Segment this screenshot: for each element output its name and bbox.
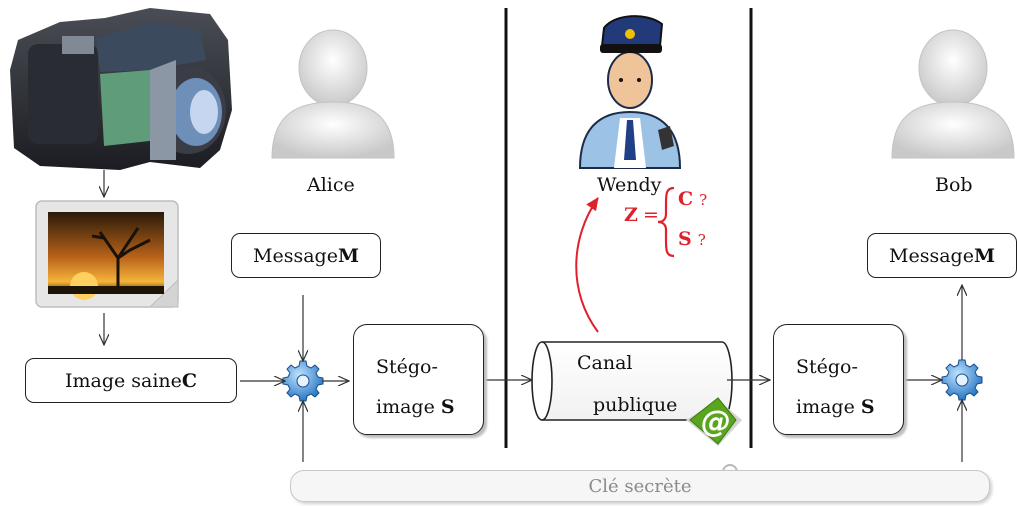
stego-image-box-right: Stégo- image S — [773, 324, 904, 435]
decision-variable: Z — [624, 204, 638, 226]
channel-label-line2: publique — [593, 394, 678, 416]
secret-key-bar: Clé secrète — [290, 470, 990, 502]
gear-icon — [282, 360, 324, 402]
wendy-brace — [657, 186, 675, 258]
camera-icon — [10, 8, 232, 170]
message-box-right: Message M — [867, 233, 1017, 278]
message-box-left: Message M — [231, 233, 381, 278]
decision-option-cover: C ? — [678, 188, 708, 210]
actor-wendy-label: Wendy — [597, 174, 662, 196]
stego-image-box-left: Stégo- image S — [353, 324, 484, 435]
gear-icon — [941, 359, 983, 401]
svg-text:@: @ — [701, 405, 731, 440]
photo-icon — [35, 200, 179, 308]
channel-label-line1: Canal — [577, 352, 633, 374]
secret-key-label: Clé secrète — [588, 475, 692, 497]
cover-image-box: Image saine C — [25, 358, 237, 403]
police-officer-icon — [578, 15, 682, 169]
wendy-inspect-arrow — [575, 197, 599, 333]
decision-equals: = — [643, 204, 659, 226]
channel-cylinder — [531, 341, 733, 421]
actor-bob-label: Bob — [935, 174, 973, 196]
actor-alice-label: Alice — [307, 174, 355, 196]
at-badge-icon: @ — [686, 397, 742, 446]
user-silhouette-icon — [271, 29, 395, 159]
decision-option-stego: S ? — [678, 228, 706, 250]
user-silhouette-icon — [891, 29, 1015, 159]
